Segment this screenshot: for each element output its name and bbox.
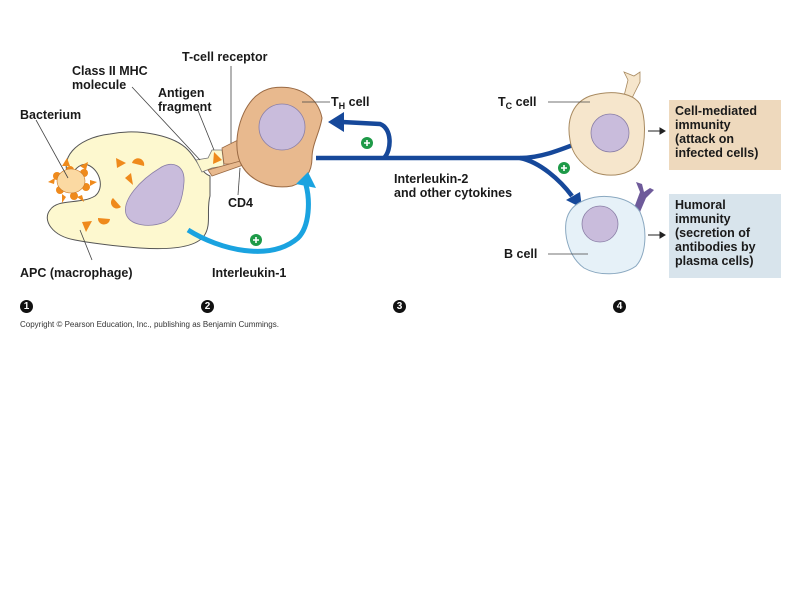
humoral-line: plasma cells) — [675, 254, 754, 268]
humoral-line: antibodies by — [675, 240, 756, 254]
step-marker-4: 4 — [613, 300, 626, 313]
tc-cell — [568, 71, 645, 176]
label-t-cell-receptor: T-cell receptor — [182, 50, 268, 64]
label-cd4: CD4 — [228, 196, 254, 210]
humoral-immunity-box: Humoral immunity (secretion of antibodie… — [669, 194, 781, 278]
label-tc-cell-sub: C — [505, 101, 513, 111]
label-interleukin-1: Interleukin-1 — [212, 266, 287, 280]
th-cell — [236, 86, 323, 188]
label-th-cell-main: T — [331, 95, 339, 109]
label-tc-cell: TC cell — [498, 95, 536, 113]
label-interleukin-2-line1: Interleukin-2 — [394, 172, 469, 186]
b-cell-nucleus — [581, 205, 619, 243]
label-interleukin-2-line2: and other cytokines — [394, 186, 513, 200]
tc-cell-receptor — [623, 71, 641, 99]
copyright-notice: Copyright © Pearson Education, Inc., pub… — [20, 320, 279, 329]
label-antigen-fragment-line1: Antigen — [158, 86, 205, 100]
plus-symbols — [250, 137, 570, 246]
outcome-arrows — [648, 127, 666, 239]
step-marker-1: 1 — [20, 300, 33, 313]
humoral-line: Humoral — [675, 198, 726, 212]
b-cell — [565, 182, 654, 275]
label-th-cell-sub: H — [338, 101, 346, 111]
label-tc-cell-suffix: cell — [512, 95, 537, 109]
step-marker-3: 3 — [393, 300, 406, 313]
cell-mediated-line: (attack on — [675, 132, 735, 146]
cell-mediated-immunity-box: Cell-mediated immunity (attack on infect… — [669, 100, 781, 170]
apc-macrophage — [46, 131, 211, 250]
apc-nucleus — [125, 164, 185, 226]
label-class-ii-mhc-line2: molecule — [72, 78, 127, 92]
step-marker-2: 2 — [201, 300, 214, 313]
label-tc-cell-main: T — [498, 95, 506, 109]
label-antigen-fragment-line2: fragment — [158, 100, 212, 114]
label-class-ii-mhc-line1: Class II MHC — [72, 64, 148, 78]
cell-mediated-line: Cell-mediated — [675, 104, 757, 118]
interleukin-1-arrow — [186, 172, 316, 254]
cell-mediated-line: infected cells) — [675, 146, 759, 160]
humoral-line: (secretion of — [675, 226, 751, 240]
label-bacterium: Bacterium — [20, 108, 82, 122]
label-th-cell-suffix: cell — [345, 95, 370, 109]
b-cell-antibody — [634, 182, 654, 212]
antigen-fragments-in-apc — [82, 158, 145, 232]
leader-lines — [35, 66, 590, 261]
label-b-cell: B cell — [504, 247, 538, 261]
antigen-fragment — [213, 152, 222, 164]
label-th-cell: TH cell — [331, 95, 369, 113]
plus-icon-il1 — [250, 234, 262, 246]
humoral-line: immunity — [675, 212, 731, 226]
th-cell-nucleus — [258, 103, 306, 151]
plus-icon-il2-th — [361, 137, 373, 149]
plus-icon-il2-effector — [558, 162, 570, 174]
label-apc: APC (macrophage) — [20, 266, 133, 280]
tc-cell-nucleus — [590, 113, 630, 153]
cell-mediated-line: immunity — [675, 118, 731, 132]
bacterium — [48, 158, 97, 203]
